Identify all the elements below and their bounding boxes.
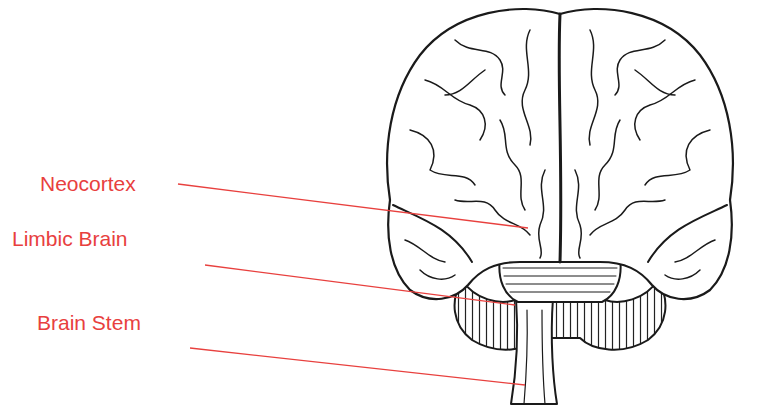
temporal-fissure bbox=[648, 205, 727, 262]
leader-line bbox=[178, 184, 528, 228]
leader-line bbox=[190, 348, 525, 385]
part-label: Neocortex bbox=[40, 173, 136, 195]
band-line bbox=[504, 276, 616, 277]
cerebrum bbox=[387, 9, 733, 299]
band-line bbox=[506, 284, 614, 285]
brain-stem-shape bbox=[511, 298, 557, 404]
midline-fissure bbox=[559, 14, 561, 262]
brain-stem-line bbox=[542, 310, 545, 404]
leader-line bbox=[205, 265, 515, 305]
temporal-fissure bbox=[393, 205, 472, 262]
part-label: Brain Stem bbox=[37, 312, 141, 334]
limbic-band bbox=[499, 258, 620, 302]
band-line bbox=[503, 268, 617, 269]
part-label: Limbic Brain bbox=[12, 228, 128, 250]
brain-stem-line bbox=[524, 310, 527, 404]
band-line bbox=[510, 292, 610, 293]
gyri bbox=[405, 30, 545, 279]
gyri bbox=[575, 30, 715, 279]
